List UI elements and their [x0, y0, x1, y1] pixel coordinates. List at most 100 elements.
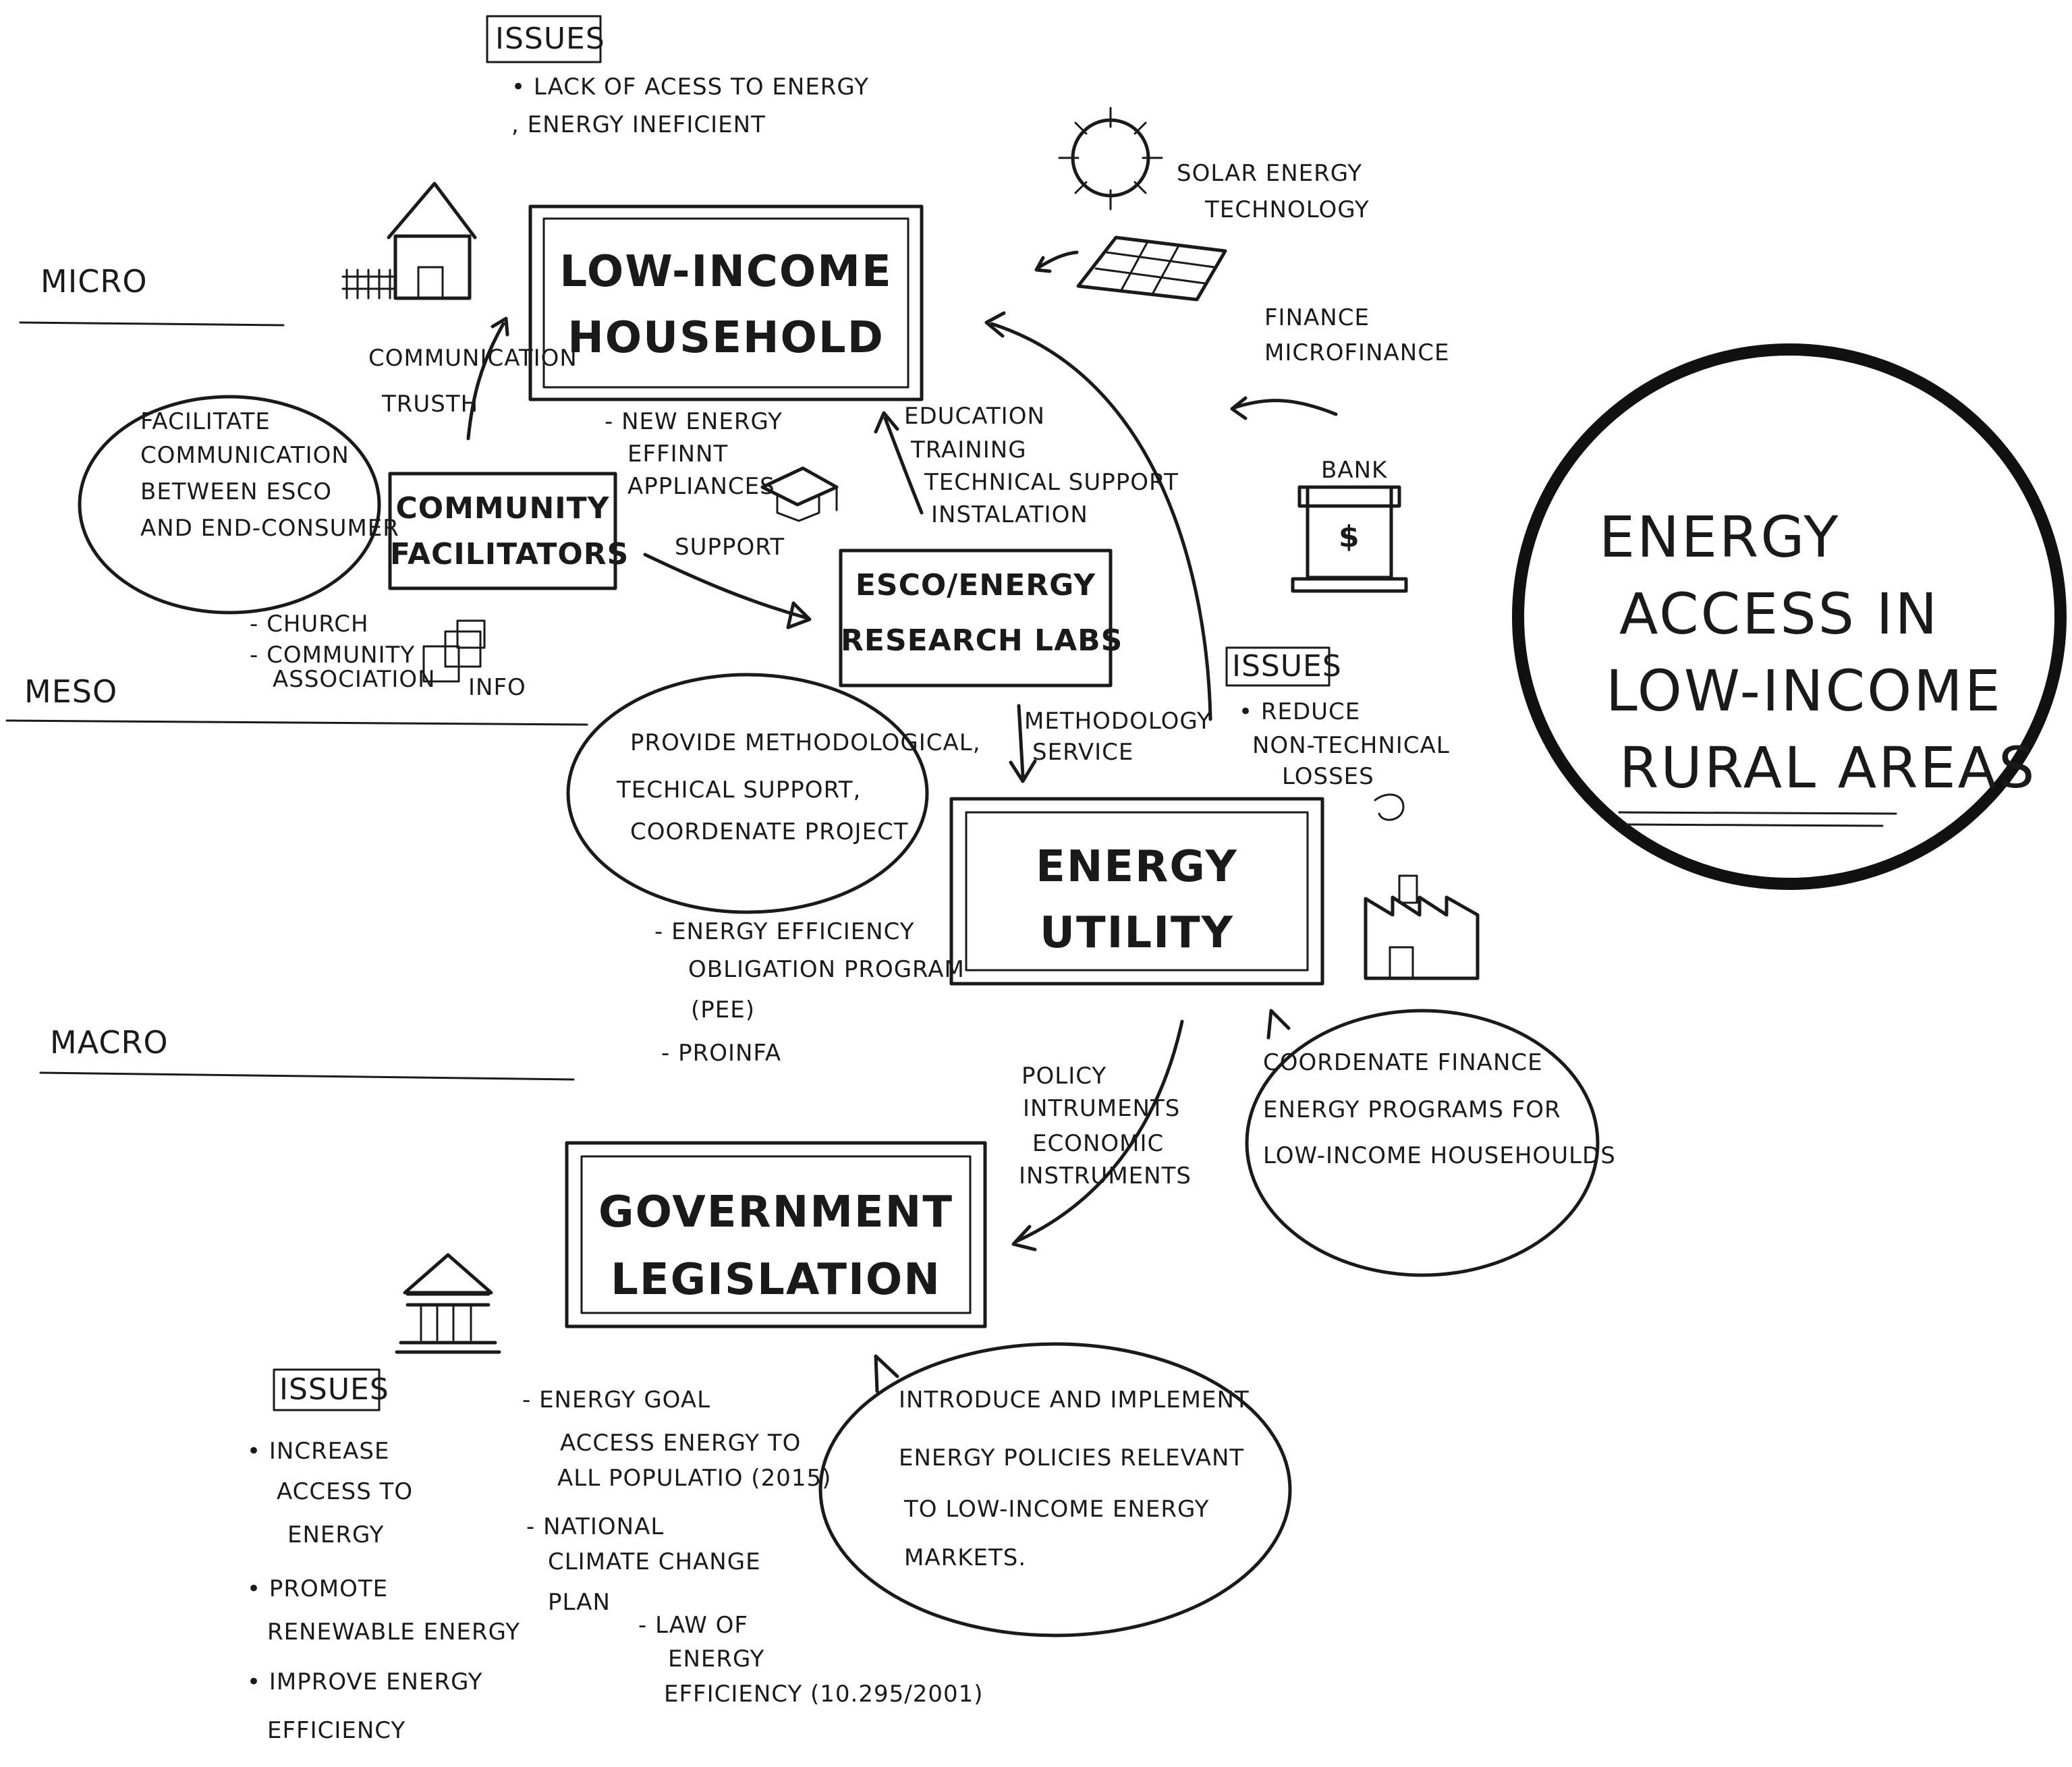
title-line-2: ACCESS IN	[1619, 581, 1940, 647]
gov-goal-5: CLIMATE CHANGE	[548, 1548, 761, 1575]
utility-line-2: UTILITY	[1039, 908, 1235, 958]
title-line-1: ENERGY	[1599, 504, 1841, 570]
efficiency-program-1: - ENERGY EFFICIENCY	[654, 918, 915, 945]
coordenate-line-1: COORDENATE FINANCE	[1263, 1049, 1543, 1076]
new-energy-line-3: APPLIANCES	[627, 473, 775, 500]
arrow-solar	[1037, 250, 1079, 269]
arrow-bank-to-finance	[1233, 399, 1338, 416]
community-line-1: COMMUNITY	[395, 491, 610, 526]
policy-line-1: POLICY	[1021, 1063, 1107, 1090]
community-list-2: - COMMUNITY	[250, 642, 416, 669]
solar-panel-icon	[1076, 235, 1227, 302]
house-icon	[341, 181, 477, 300]
government-box-inner	[580, 1155, 972, 1314]
arrowhead-community	[491, 316, 509, 337]
gov-issue-5: RENEWABLE ENERGY	[267, 1619, 521, 1646]
education-line-4: INSTALATION	[931, 501, 1088, 528]
arrowhead-education	[874, 411, 899, 434]
arrowhead-finance	[1230, 396, 1248, 420]
gov-issues-box	[273, 1368, 381, 1411]
utility-issue-2: NON-TECHNICAL	[1252, 732, 1450, 759]
facilitate-line-4: AND END-CONSUMER	[140, 515, 399, 542]
utility-box-inner	[965, 811, 1309, 972]
gov-goal-8: ENERGY	[668, 1646, 765, 1673]
gov-goal-1: - ENERGY GOAL	[522, 1386, 711, 1413]
household-box-outer	[528, 204, 924, 401]
solar-line-2: TECHNOLOGY	[1205, 196, 1370, 223]
arrowhead-esco	[786, 601, 812, 629]
efficiency-program-3: (PEE)	[691, 997, 755, 1023]
coordenate-line-2: ENERGY PROGRAMS FOR	[1263, 1096, 1561, 1123]
arrowhead-utility	[984, 311, 1006, 338]
policy-line-4: INSTRUMENTS	[1019, 1162, 1192, 1189]
top-issue-1: • LACK OF ACESS TO ENERGY	[511, 74, 869, 101]
arrowhead-methodology	[1009, 759, 1037, 783]
arrow-esco-to-utility	[1017, 704, 1025, 778]
utility-line-1: ENERGY	[1036, 842, 1238, 892]
facilitate-line-2: COMMUNICATION	[140, 442, 349, 469]
introduce-line-4: MARKETS.	[904, 1544, 1027, 1571]
label-communication: COMMUNICATION	[368, 345, 578, 372]
top-issue-2: , ENERGY INEFICIENT	[511, 111, 766, 138]
level-micro-label: MICRO	[40, 263, 148, 300]
facilitate-line-3: BETWEEN ESCO	[140, 478, 332, 505]
community-list-1: - CHURCH	[250, 611, 369, 638]
efficiency-program-4: - PROINFA	[661, 1040, 782, 1067]
facilitate-bubble	[78, 395, 381, 615]
household-box-inner	[542, 217, 909, 389]
gov-issues-label: ISSUES	[279, 1372, 389, 1407]
title-line-4: RURAL AREAS	[1619, 735, 2037, 801]
solar-line-1: SOLAR ENERGY	[1177, 160, 1363, 187]
coordenate-bubble-tail	[1266, 1009, 1291, 1040]
new-energy-line-1: - NEW ENERGY	[605, 408, 783, 435]
esco-line-1: ESCO/ENERGY	[855, 568, 1096, 602]
level-macro-label: MACRO	[50, 1024, 169, 1061]
gov-issue-1: • INCREASE	[247, 1438, 390, 1465]
government-line-2: LEGISLATION	[611, 1255, 941, 1305]
title-underline-1	[1618, 811, 1897, 815]
gov-issue-3: ENERGY	[287, 1521, 385, 1548]
coordenate-line-3: LOW-INCOME HOUSEHOULDS	[1263, 1142, 1616, 1169]
macro-divider	[39, 1071, 575, 1081]
introduce-bubble-tail	[874, 1354, 899, 1393]
arrowhead-solar	[1034, 256, 1052, 273]
gov-issue-2: ACCESS TO	[277, 1478, 414, 1505]
government-building-icon	[395, 1253, 501, 1354]
utility-issue-3: LOSSES	[1282, 763, 1374, 790]
top-issues-box	[486, 15, 602, 63]
education-line-3: TECHNICAL SUPPORT	[924, 469, 1179, 496]
finance-line-1: FINANCE	[1264, 304, 1370, 331]
policy-line-3: ECONOMIC	[1032, 1130, 1165, 1157]
utility-issues-label: ISSUES	[1232, 649, 1342, 683]
provide-line-3: COORDENATE PROJECT	[630, 818, 909, 845]
gov-issue-4: • PROMOTE	[247, 1575, 389, 1602]
gov-goal-6: PLAN	[548, 1589, 611, 1616]
provide-line-2: TECHICAL SUPPORT,	[617, 777, 862, 804]
new-energy-line-2: EFFINNT	[627, 441, 729, 468]
esco-line-2: RESEARCH LABS	[841, 623, 1123, 658]
utility-box-outer	[949, 797, 1324, 986]
policy-line-2: INTRUMENTS	[1023, 1095, 1181, 1122]
gov-issue-7: EFFICIENCY	[267, 1717, 406, 1744]
methodology-line-1: METHODOLOGY	[1024, 708, 1212, 735]
gov-issue-6: • IMPROVE ENERGY	[247, 1668, 483, 1695]
utility-issue-1: • REDUCE	[1239, 698, 1361, 725]
bank-label: BANK	[1321, 457, 1388, 484]
info-label: INFO	[468, 674, 526, 701]
meso-divider	[5, 719, 588, 726]
household-line-1: LOW-INCOME	[559, 247, 893, 297]
efficiency-program-2: OBLIGATION PROGRAM	[688, 956, 965, 983]
gov-goal-3: ALL POPULATIO (2015)	[557, 1465, 832, 1492]
household-line-2: HOUSEHOLD	[567, 313, 885, 363]
label-trust: TRUSTH	[382, 391, 479, 418]
micro-divider	[19, 321, 285, 327]
introduce-line-3: TO LOW-INCOME ENERGY	[904, 1496, 1210, 1523]
facilitate-line-1: FACILITATE	[140, 408, 271, 435]
level-meso-label: MESO	[24, 673, 118, 710]
title-underline-2	[1625, 823, 1884, 827]
utility-issues-box	[1225, 646, 1331, 687]
label-support: SUPPORT	[675, 534, 785, 561]
sun-icon	[1058, 107, 1163, 211]
arrow-community-to-esco	[643, 553, 809, 620]
